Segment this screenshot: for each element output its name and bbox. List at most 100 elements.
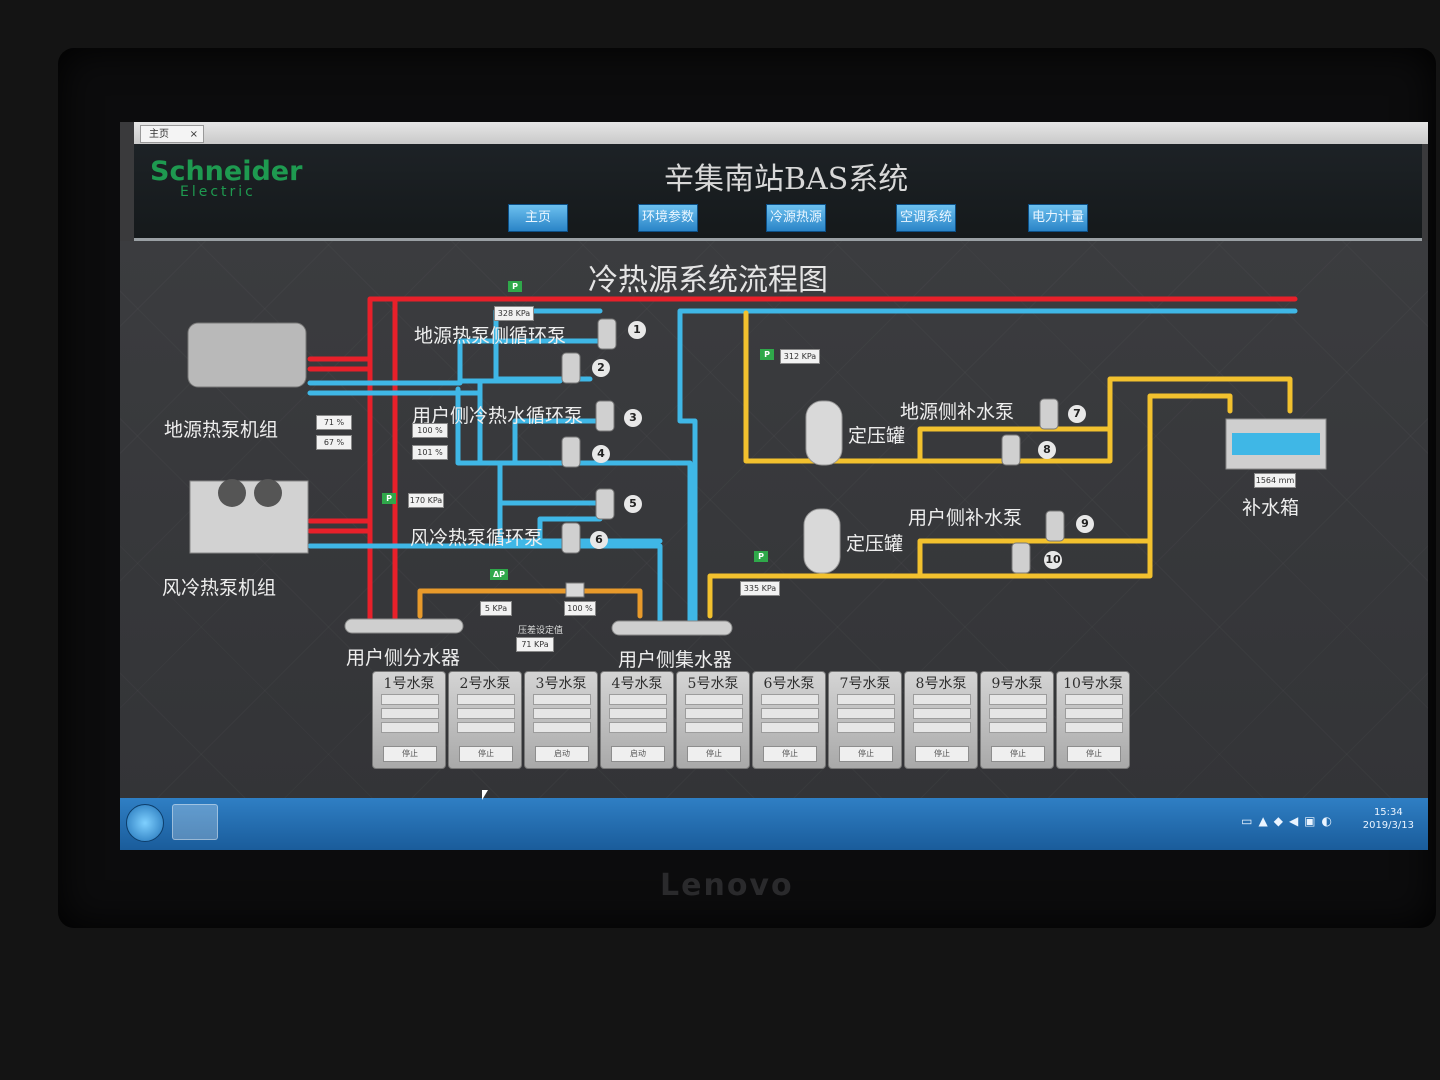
pump-card-status-bar xyxy=(837,708,895,719)
label-return-header: 用户侧集水器 xyxy=(618,649,733,671)
pump-card-2[interactable]: 2号水泵停止 xyxy=(448,671,522,769)
screen: 主页 × Schneider Electric 辛集南站BAS系统 主页 环境参… xyxy=(120,122,1428,850)
pump-card-6[interactable]: 6号水泵停止 xyxy=(752,671,826,769)
label-ground-loop-pump: 地源热泵侧循环泵 xyxy=(414,325,567,347)
pump-card-status-bar xyxy=(1065,722,1123,733)
pump-card-8[interactable]: 8号水泵停止 xyxy=(904,671,978,769)
diagram-title: 冷热源系统流程图 xyxy=(588,263,828,298)
pump-mode-select[interactable]: 停止 xyxy=(459,746,513,762)
pump-card-status-bar xyxy=(609,708,667,719)
pressure-tag-air: P xyxy=(382,493,396,504)
pump-mode-select[interactable]: 停止 xyxy=(839,746,893,762)
pump-card-7[interactable]: 7号水泵停止 xyxy=(828,671,902,769)
pump-card-name: 7号水泵 xyxy=(839,676,891,692)
clock-date: 2019/3/13 xyxy=(1362,820,1414,831)
pump-2-icon[interactable] xyxy=(561,352,581,384)
pump-8-icon[interactable] xyxy=(1001,434,1021,466)
mouse-cursor-icon xyxy=(482,790,488,800)
bypass-valve-icon[interactable] xyxy=(565,582,585,598)
nav-environment-button[interactable]: 环境参数 xyxy=(638,204,698,232)
tab-home[interactable]: 主页 × xyxy=(140,125,204,143)
pump-5-icon[interactable] xyxy=(595,488,615,520)
pump-card-status-bar xyxy=(1065,708,1123,719)
pump-card-10[interactable]: 10号水泵停止 xyxy=(1056,671,1130,769)
label-dp-setpoint: 压差设定值 xyxy=(518,626,564,636)
nav-cold-heat-source-button[interactable]: 冷源热源 xyxy=(766,204,826,232)
pump-card-3[interactable]: 3号水泵启动 xyxy=(524,671,598,769)
pump-mode-select[interactable]: 停止 xyxy=(915,746,969,762)
pump-card-status-bar xyxy=(913,722,971,733)
nav-hvac-button[interactable]: 空调系统 xyxy=(896,204,956,232)
pump-card-name: 8号水泵 xyxy=(915,676,967,692)
pump-card-status-bar xyxy=(685,694,743,705)
fan-icon xyxy=(218,479,246,507)
pump-number-7: 7 xyxy=(1068,405,1086,423)
makeup-water-level xyxy=(1232,433,1320,455)
pump-card-status-bar xyxy=(685,722,743,733)
pump-card-name: 6号水泵 xyxy=(763,676,815,692)
pump-1-icon[interactable] xyxy=(597,318,617,350)
app-header: Schneider Electric 辛集南站BAS系统 主页 环境参数 冷源热… xyxy=(134,144,1422,241)
pump-card-status-bar xyxy=(609,722,667,733)
pump-card-name: 9号水泵 xyxy=(991,676,1043,692)
schneider-logo-sub: Electric xyxy=(180,184,256,200)
pump-9-icon[interactable] xyxy=(1045,510,1065,542)
pipe-bypass xyxy=(417,588,643,619)
pump-card-status-bar xyxy=(761,694,819,705)
start-button[interactable] xyxy=(126,804,164,842)
flow-diagram: 冷热源系统流程图 地源热泵机组 风冷热泵机组 地源热泵侧循环泵 用户侧冷热水循环… xyxy=(120,241,1428,801)
pump-card-4[interactable]: 4号水泵启动 xyxy=(600,671,674,769)
pump-mode-select[interactable]: 启动 xyxy=(611,746,665,762)
pump-mode-select[interactable]: 停止 xyxy=(383,746,437,762)
pump-7-icon[interactable] xyxy=(1039,398,1059,430)
pump-number-4: 4 xyxy=(592,445,610,463)
pump-card-name: 10号水泵 xyxy=(1063,676,1123,692)
taskbar-clock[interactable]: 15:34 2019/3/13 xyxy=(1363,806,1414,832)
pump-mode-select[interactable]: 停止 xyxy=(687,746,741,762)
pump-card-status-bar xyxy=(457,694,515,705)
pump-card-status-bar xyxy=(457,708,515,719)
pump-6-icon[interactable] xyxy=(561,522,581,554)
label-user-loop-pump: 用户侧冷热水循环泵 xyxy=(412,405,584,427)
monitor-brand-logo: Lenovo xyxy=(660,868,794,903)
pump-card-status-bar xyxy=(533,694,591,705)
pump-mode-select[interactable]: 停止 xyxy=(763,746,817,762)
reading-pressure-mid: 312 KPa xyxy=(780,349,820,364)
pressure-tag-top: P xyxy=(508,281,522,292)
label-air-loop-pump: 风冷热泵循环泵 xyxy=(410,527,544,549)
nav-home-button[interactable]: 主页 xyxy=(508,204,568,232)
pump-number-1: 1 xyxy=(628,321,646,339)
clock-time: 15:34 xyxy=(1373,807,1403,818)
pump-mode-select[interactable]: 停止 xyxy=(1067,746,1121,762)
pump-4-icon[interactable] xyxy=(561,436,581,468)
pump-number-5: 5 xyxy=(624,495,642,513)
system-tray-icons[interactable]: ▭▲◆◀▣◐ xyxy=(1241,814,1338,828)
pump-card-name: 5号水泵 xyxy=(687,676,739,692)
pump-3-icon[interactable] xyxy=(595,400,615,432)
pump-card-9[interactable]: 9号水泵停止 xyxy=(980,671,1054,769)
pump-card-status-bar xyxy=(533,722,591,733)
pump-card-name: 1号水泵 xyxy=(383,676,435,692)
reading-pressure-user: 335 KPa xyxy=(740,581,780,596)
nav-power-meter-button[interactable]: 电力计量 xyxy=(1028,204,1088,232)
input-dp-setpoint[interactable]: 71 KPa xyxy=(516,637,554,652)
pump-10-icon[interactable] xyxy=(1011,542,1031,574)
label-makeup-water-tank: 补水箱 xyxy=(1242,497,1300,519)
pump-card-status-bar xyxy=(1065,694,1123,705)
pump-card-1[interactable]: 1号水泵停止 xyxy=(372,671,446,769)
pump-card-status-bar xyxy=(533,708,591,719)
pump-card-status-bar xyxy=(837,722,895,733)
pump-card-status-bar xyxy=(989,694,1047,705)
pump-number-3: 3 xyxy=(624,409,642,427)
pump-mode-select[interactable]: 启动 xyxy=(535,746,589,762)
label-ground-heat-pump-unit: 地源热泵机组 xyxy=(164,419,279,441)
pump-mode-select[interactable]: 停止 xyxy=(991,746,1045,762)
pump-card-status-bar xyxy=(913,694,971,705)
pressure-tag-mid: P xyxy=(760,349,774,360)
pump-card-5[interactable]: 5号水泵停止 xyxy=(676,671,750,769)
label-pressure-tank-2: 定压罐 xyxy=(846,533,904,555)
tab-close-icon[interactable]: × xyxy=(189,129,198,140)
taskbar-app-button[interactable] xyxy=(172,804,218,840)
pipe-network xyxy=(187,296,1327,636)
pump-card-status-bar xyxy=(685,708,743,719)
